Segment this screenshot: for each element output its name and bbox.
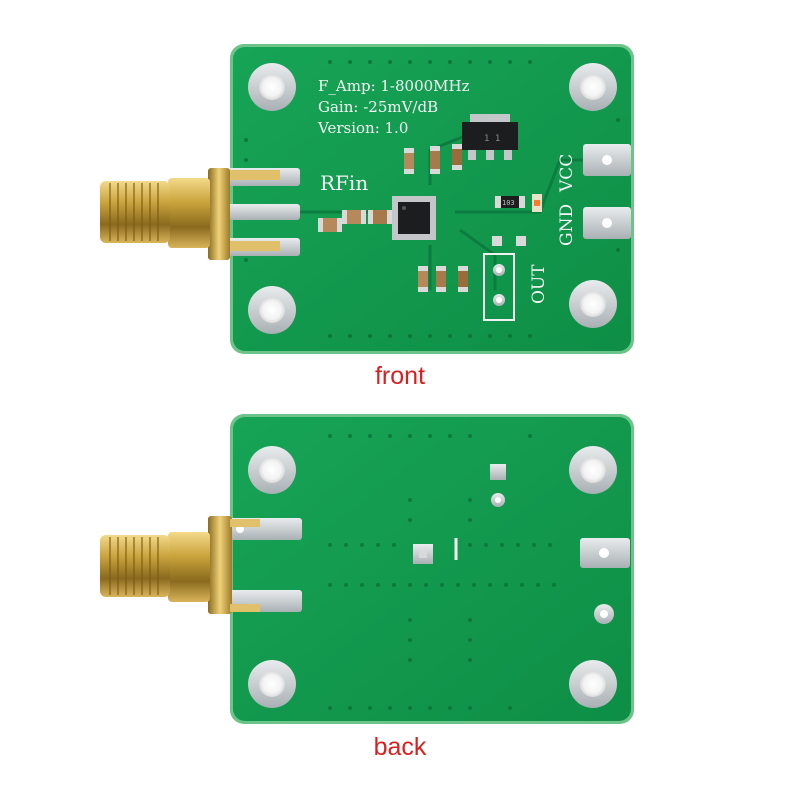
back-mounting-hole-icon: [248, 446, 617, 708]
regulator-icon: 1 1: [462, 114, 518, 160]
silk-gnd: GND: [557, 204, 577, 246]
silk-rfin: RFin: [320, 171, 368, 195]
mounting-hole-icon: [248, 63, 617, 334]
ic-chip-icon: [392, 196, 436, 240]
caption-back: back: [373, 733, 427, 761]
back-sma-connector-icon: [100, 516, 260, 614]
back-board: [100, 414, 634, 724]
smd-components: 103: [318, 144, 542, 292]
caption-front: front: [374, 362, 426, 390]
front-board: F_Amp: 1-8000MHz Gain: -25mV/dB Version:…: [100, 44, 634, 354]
sma-connector-icon: [100, 168, 280, 260]
silk-vcc: VCC: [557, 154, 577, 193]
silk-out: OUT: [529, 264, 549, 304]
transistor-marking: 1 1: [484, 134, 500, 144]
silk-gain: Gain: -25mV/dB: [318, 98, 438, 116]
resistor-marking: 103: [502, 199, 515, 207]
silk-version: Version: 1.0: [317, 119, 408, 137]
silk-frequency: F_Amp: 1-8000MHz: [318, 77, 470, 95]
